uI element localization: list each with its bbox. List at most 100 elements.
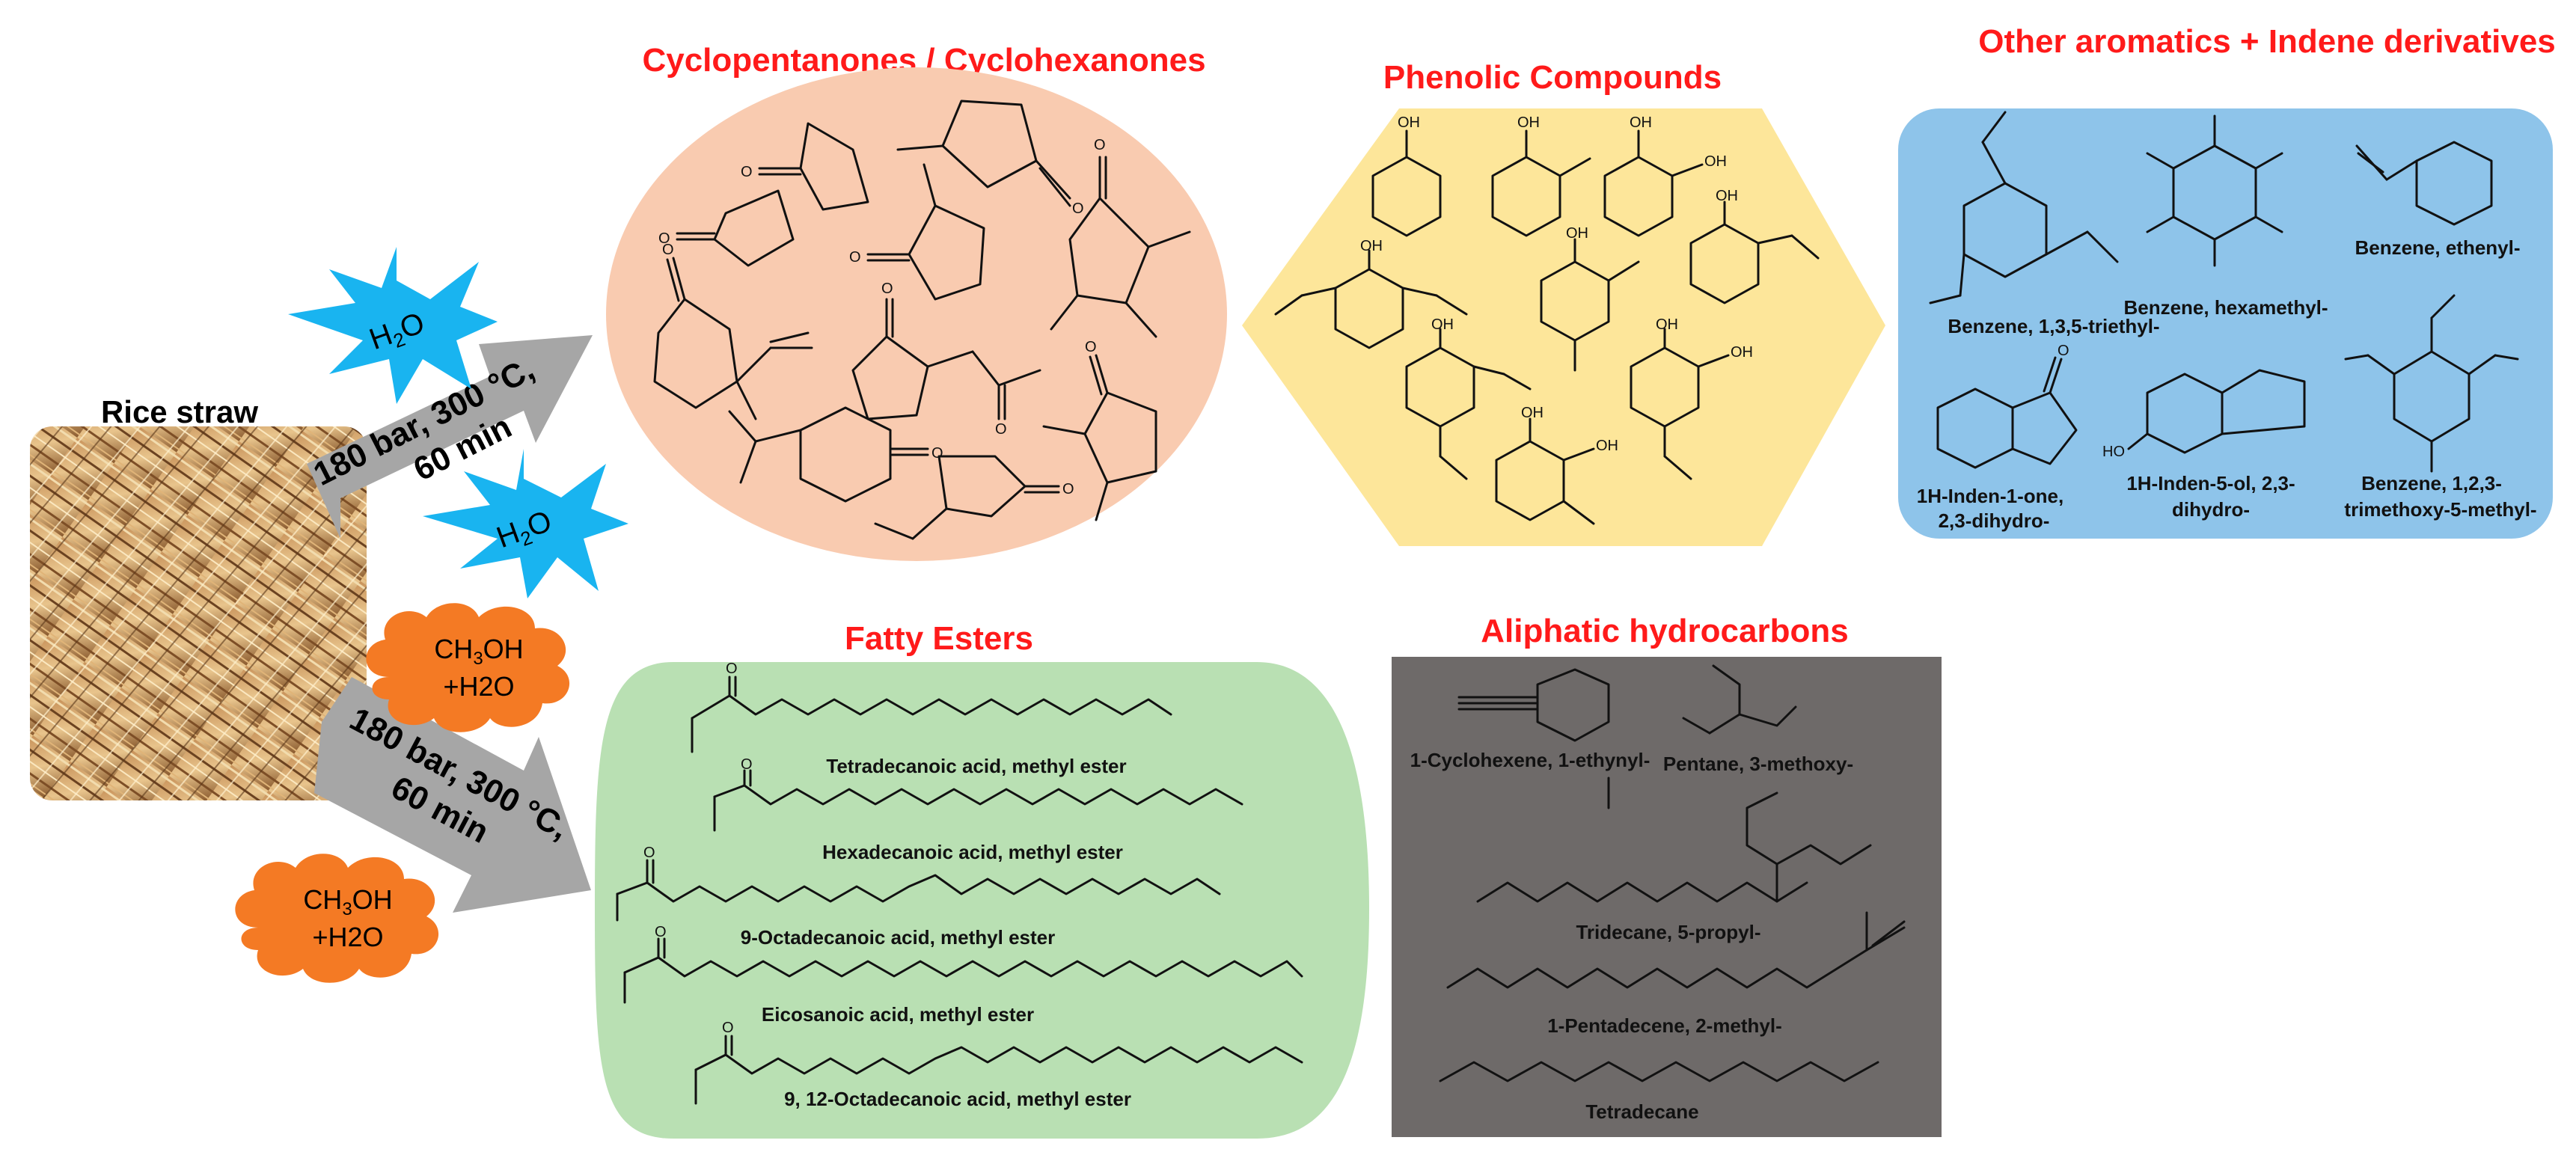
h2o-burst-upper: H2O — [288, 247, 498, 404]
hydroxyl-label: OH — [1704, 153, 1727, 170]
oxygen-label: O — [662, 242, 674, 258]
trimethoxytoluene-structure — [2344, 294, 2519, 473]
hydroxyl-label: OH — [1630, 114, 1652, 131]
aliphatic-label: Tridecane, 5-propyl- — [1576, 921, 1760, 943]
hydroxyl-left-label: HO — [2102, 444, 2125, 460]
cyclo-structure-7: O O — [851, 281, 1041, 438]
esters-group: O Tetradecanoic acid, methyl ester O Hex… — [595, 661, 1369, 1139]
methoxypentane-structure — [1682, 664, 1797, 735]
oxygen-label: O — [741, 756, 753, 773]
methanol-formula-lower: CH3OH — [303, 884, 392, 919]
propyltridecane-structure — [1476, 777, 1872, 903]
oxygen-label: O — [1085, 339, 1097, 355]
aromatics-group: Benzene, 1,3,5-triethyl- Benzene, hexame… — [1898, 108, 2553, 539]
oxygen-label: O — [2058, 343, 2069, 359]
hydroxyl-label: OH — [1521, 405, 1544, 421]
esters-group-title: Fatty Esters — [845, 620, 1033, 657]
oxygen-label: O — [643, 845, 655, 861]
syringol-structure: OH — [1274, 238, 1468, 349]
ester-structure-2: O — [713, 756, 1243, 832]
aromatic-compound-label: 1H-Inden-1-one, — [1917, 485, 2063, 507]
aliphatic-label: 1-Pentadecene, 2-methyl- — [1547, 1014, 1782, 1037]
cyclo-structure-6: O — [653, 242, 813, 420]
rice-straw-image — [30, 426, 367, 800]
dimethylphenol-structure: OH — [1540, 225, 1640, 372]
ester-structure-3: O — [616, 845, 1221, 922]
oxygen-label: O — [655, 924, 667, 940]
ester-label: 9, 12-Octadecanoic acid, methyl ester — [784, 1088, 1131, 1110]
ethynylcyclohexene-structure — [1457, 668, 1610, 742]
cyclo-ellipse — [606, 67, 1227, 561]
h2o-burst-lower: H2O — [423, 449, 628, 598]
hexamethylbenzene-structure — [2146, 114, 2283, 267]
ester-structure-5: O — [694, 1020, 1303, 1105]
methylcatechol-structure: OH OH — [1495, 405, 1618, 525]
ester-label: Tetradecanoic acid, methyl ester — [826, 755, 1126, 777]
cyclo-structure-1: O — [741, 122, 869, 211]
aromatic-compound-label: 2,3-dihydro- — [1939, 509, 2050, 532]
aliphatic-group: 1-Cyclohexene, 1-ethynyl- Pentane, 3-met… — [1392, 657, 1942, 1137]
hydroxyl-label: OH — [1398, 114, 1420, 131]
aliphatic-label: Pentane, 3-methoxy- — [1663, 753, 1853, 775]
methanol-water-lower: +H2O — [312, 922, 383, 952]
hydroxyl-label: OH — [1360, 238, 1383, 254]
indanol-structure: HO — [2102, 369, 2306, 460]
guaiacol-structure: OH — [1689, 188, 1820, 304]
methanol-cloud-upper: CH3OH +H2O — [366, 603, 570, 732]
oxygen-label: O — [1062, 481, 1074, 497]
aromatic-compound-label: Benzene, ethenyl- — [2355, 236, 2520, 259]
cyclo-structure-8: O — [1042, 339, 1157, 521]
phenol-structure: OH — [1371, 114, 1442, 237]
hydroxyl-label: OH — [1431, 316, 1454, 333]
o-cresol-structure: OH — [1491, 114, 1591, 237]
oxygen-label: O — [931, 445, 943, 462]
hydroxyl-label: OH — [1566, 225, 1588, 242]
cyclo-structure-9: O — [728, 406, 943, 503]
cyclo-structure-10: O — [874, 455, 1074, 540]
lower-process-arrow — [314, 677, 591, 913]
aromatic-compound-label: Benzene, hexamethyl- — [2123, 296, 2328, 319]
oxygen-label: O — [1072, 200, 1084, 217]
ethylguaiacol-structure: OH — [1405, 316, 1532, 480]
ethylcatechol-structure: OH OH — [1630, 316, 1753, 480]
esters-box — [595, 662, 1369, 1139]
hydroxyl-label: OH — [1656, 316, 1678, 333]
methanol-cloud-lower: CH3OH +H2O — [235, 854, 439, 983]
ester-label: 9-Octadecanoic acid, methyl ester — [741, 926, 1056, 949]
oxygen-label: O — [881, 281, 893, 297]
tetradecane-structure — [1439, 1061, 1879, 1082]
aliphatic-label: 1-Cyclohexene, 1-ethynyl- — [1410, 749, 1650, 771]
phenolic-group-title: Phenolic Compounds — [1383, 59, 1722, 96]
hydroxyl-label: OH — [1731, 344, 1753, 361]
hydroxyl-label: OH — [1517, 114, 1540, 131]
rice-straw-label: Rice straw — [101, 394, 258, 429]
ester-label: Eicosanoic acid, methyl ester — [762, 1003, 1034, 1026]
triethylbenzene-structure — [1929, 111, 2119, 304]
aliphatic-label: Tetradecane — [1585, 1100, 1698, 1123]
aromatic-compound-label: trimethoxy-5-methyl- — [2344, 498, 2536, 521]
aromatic-compound-label: dihydro- — [2172, 498, 2250, 521]
ester-label: Hexadecanoic acid, methyl ester — [822, 841, 1123, 863]
methylpentadecene-structure — [1446, 911, 1906, 989]
oxygen-label: O — [741, 164, 753, 180]
ester-structure-1: O — [691, 661, 1172, 753]
aromatics-box — [1898, 108, 2553, 539]
hydroxyl-label: OH — [1716, 188, 1738, 204]
oxygen-label: O — [722, 1020, 734, 1036]
oxygen-label: O — [658, 230, 670, 247]
cyclo-structure-3: O — [896, 99, 1084, 217]
aliphatic-group-title: Aliphatic hydrocarbons — [1481, 613, 1848, 649]
ester-structure-4: O — [623, 924, 1303, 1004]
cyclo-structure-4: O — [849, 163, 985, 301]
hydroxyl-label: OH — [1596, 438, 1618, 454]
aromatics-group-title: Other aromatics + Indene derivatives — [1978, 23, 2556, 60]
catechol-structure: OH OH — [1603, 114, 1727, 237]
aromatic-compound-label: 1H-Inden-5-ol, 2,3- — [2126, 472, 2295, 494]
oxygen-label: O — [849, 249, 861, 266]
styrene-structure — [2355, 141, 2493, 226]
indanone-structure: O — [1936, 343, 2078, 469]
aromatic-compound-label: Benzene, 1,3,5-triethyl- — [1948, 315, 2159, 337]
aromatic-compound-label: Benzene, 1,2,3- — [2361, 472, 2502, 494]
phenolic-group: OH OH OH OH OH — [1242, 108, 1885, 546]
